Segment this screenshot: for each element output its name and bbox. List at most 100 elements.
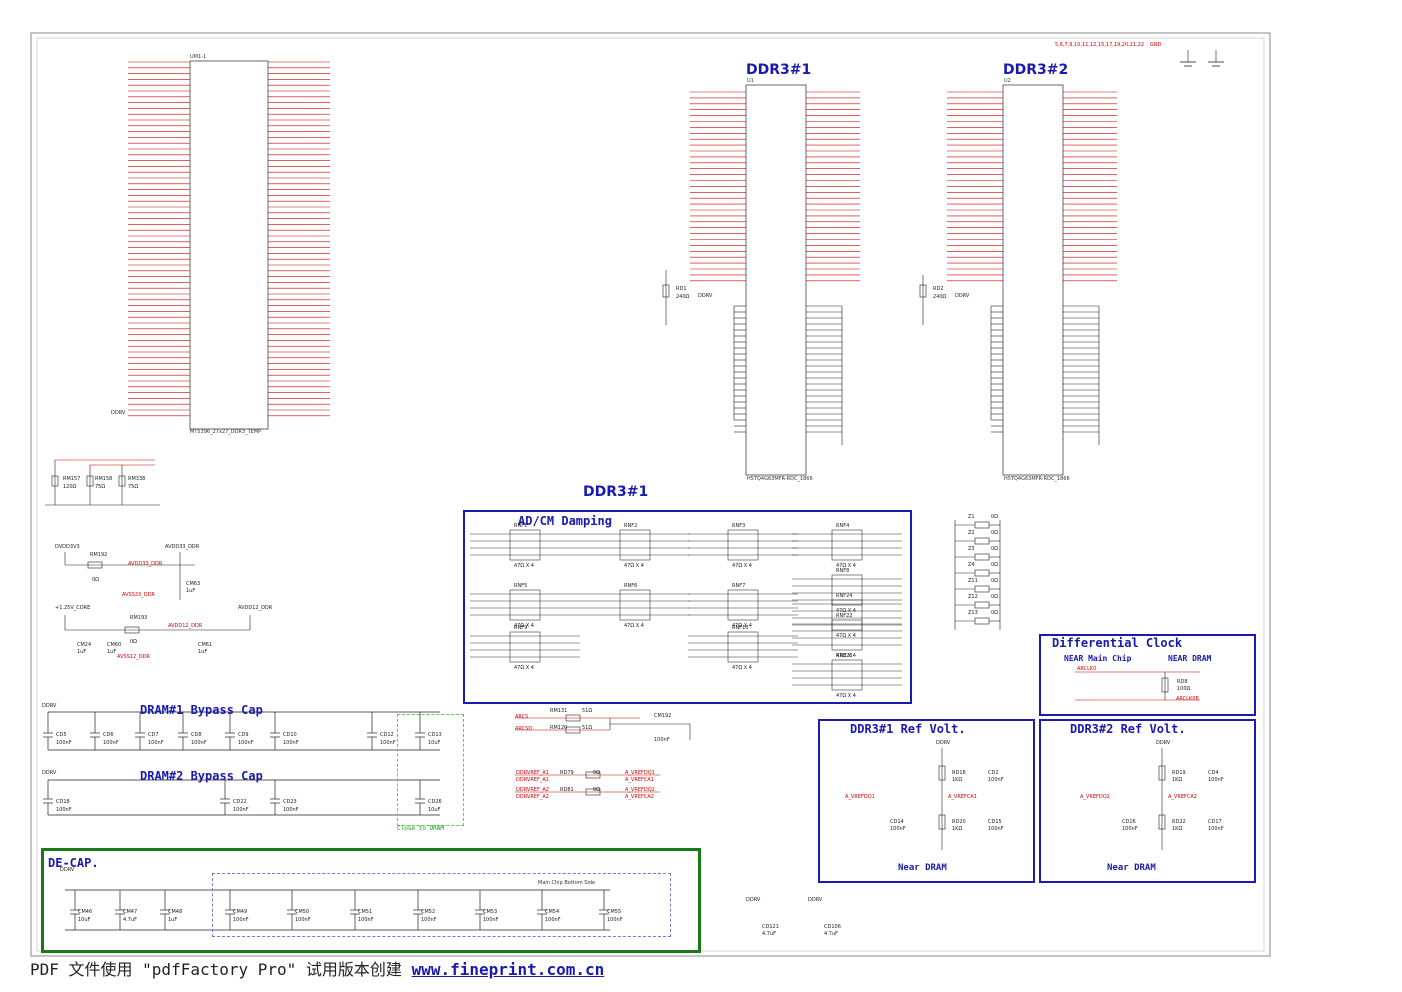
ddrvref-a2-b: DDRVREF_A2 (516, 794, 549, 800)
avdd12-label: AVDD12_DDR (168, 623, 203, 629)
cm63-val: 1uF (186, 588, 196, 594)
rm192: RM192 (90, 552, 108, 558)
a-vrefdq2-out: A_VREFDQ2 (625, 787, 655, 793)
a-vrefca1-out: A_VREFCA1 (625, 777, 654, 783)
ref1-vrefdq: A_VREFDQ1 (845, 794, 875, 800)
cd121: CD121 (762, 924, 779, 930)
rm131-val: 51Ω (582, 708, 593, 714)
bypass1-val-1: 100nF (103, 740, 119, 746)
adcm-damping-box (463, 510, 912, 704)
ref1-vrefca: A_VREFCA1 (948, 794, 977, 800)
footer-prefix: PDF 文件使用 "pdfFactory Pro" 试用版本创建 (30, 960, 402, 979)
cd2: CD2 (988, 770, 999, 776)
decap-ref-0: CM46 (78, 909, 93, 915)
ddrv-net-bypass1: DDRV (42, 703, 57, 709)
zero-ref-2: Z3 (968, 546, 975, 552)
rn-ref-10: RNF22 (836, 613, 853, 619)
rm120-val: 51Ω (582, 725, 593, 731)
avdd12-net: AVDD12_DDR (238, 605, 273, 611)
rn-val-3: 47Ω X 4 (836, 563, 856, 569)
bypass1-val-7: 10uF (428, 740, 441, 746)
decap-val-9: 100nF (607, 917, 623, 923)
u1-part: H5TQ4G63MFR-RDC_1866 (747, 476, 813, 482)
zero-val-5: 0Ω (991, 594, 999, 600)
bypass2-ref-2: CD23 (283, 799, 297, 805)
cd106-val: 4.7uF (824, 931, 838, 937)
bypass1-ref-1: CD6 (103, 732, 114, 738)
cm63: CM63 (186, 581, 201, 587)
cd121-val: 4.7uF (762, 931, 776, 937)
close-to-dram-box (397, 714, 464, 826)
diff-clock-title: Differential Clock (1052, 636, 1183, 650)
close-to-dram-label: Close to DRAM (397, 825, 444, 832)
ddrv-net-bypass2: DDRV (42, 770, 57, 776)
u1-body (745, 84, 807, 476)
zero-ref-1: Z2 (968, 530, 975, 536)
decap-ref-5: CM51 (358, 909, 373, 915)
v125-net: +1.25V_CORE (55, 605, 91, 611)
vref-cap-val-5: 100nF (1208, 826, 1224, 832)
rd8-val: 100Ω (1177, 686, 1191, 692)
cd106: CD106 (824, 924, 841, 930)
bypass2-ref-3: CD26 (428, 799, 442, 805)
ref1-title: DDR3#1 Ref Volt. (850, 722, 966, 736)
footer-link[interactable]: www.fineprint.com.cn (411, 960, 605, 979)
decap-val-8: 100nF (545, 917, 561, 923)
rn-val-6: 47Ω X 4 (732, 623, 752, 629)
decap-ref-6: CM52 (421, 909, 436, 915)
diff-clock-box (1039, 634, 1256, 716)
rn-val-7: 47Ω X 4 (836, 608, 856, 614)
bypass1-val-2: 100nF (148, 740, 164, 746)
rn-ref-8: RNF9 (514, 625, 528, 631)
vref-cap-val-3: 100nF (1122, 826, 1138, 832)
ddrv-net-ref1: DDRV (936, 740, 951, 746)
cd4: CD4 (1208, 770, 1219, 776)
rn-ref-11: RNF23 (836, 653, 853, 659)
rd1: RD1 (676, 286, 687, 292)
cm61: CM61 (198, 642, 213, 648)
rm338: RM338 (128, 476, 146, 482)
rd18-val: 1KΩ (952, 777, 963, 783)
rn-val-9: 47Ω X 4 (732, 665, 752, 671)
decap-val-1: 4.7uF (123, 917, 137, 923)
decap-ref-4: CM50 (295, 909, 310, 915)
cm192: CM192 (654, 713, 672, 719)
ddrv-net-cd121: DDRV (746, 897, 761, 903)
rd20-val: 1KΩ (952, 826, 963, 832)
decap-val-3: 100nF (233, 917, 249, 923)
cd14: CD14 (890, 819, 904, 825)
avss33-label: AVSS33_DDR (122, 592, 155, 598)
decap-box (41, 848, 701, 953)
rn-ref-3: RNF4 (836, 523, 850, 529)
rm131: RM131 (550, 708, 568, 714)
avdd33-net: AVDD33_DDR (165, 544, 200, 550)
avdd33-label: AVDD33_DDR (128, 561, 163, 567)
decap-ref-9: CM55 (607, 909, 622, 915)
rn-val-10: 47Ω X 4 (836, 653, 856, 659)
decap-val-2: 1uF (168, 917, 178, 923)
rn-ref-5: RNF6 (624, 583, 638, 589)
decap-ref-7: CM53 (483, 909, 498, 915)
rn-val-2: 47Ω X 4 (732, 563, 752, 569)
ddrv-net-decap: DDRV (60, 867, 75, 873)
main-chip-body (189, 60, 269, 430)
dvdd3v3-net: DVDD3V3 (55, 544, 80, 550)
rn-ref-6: RNF7 (732, 583, 746, 589)
ddrvref-a2-a: DDRVREF_A2 (516, 787, 549, 793)
ref1-near-dram: Near DRAM (898, 863, 947, 873)
u2-ref: U2 (1004, 78, 1011, 84)
rm158-val: 75Ω (95, 484, 106, 490)
ddr3-1-top-title: DDR3#1 (746, 62, 812, 78)
rd22-val: 1KΩ (1172, 826, 1183, 832)
a-vrefdq1-out: A_VREFDQ1 (625, 770, 655, 776)
bypass1-val-6: 100nF (380, 740, 396, 746)
cm60: CM60 (107, 642, 122, 648)
footer-watermark: PDF 文件使用 "pdfFactory Pro" 试用版本创建 www.fin… (30, 956, 604, 980)
ddrv-net-ref2: DDRV (1156, 740, 1171, 746)
decap-title: DE-CAP. (48, 856, 99, 870)
ddrv-net-u2: DDRV (955, 293, 970, 299)
rm120: RM120 (550, 725, 568, 731)
main-chip-bottom-label: Main Chip Bottom Side (538, 880, 596, 886)
decap-ref-8: CM54 (545, 909, 560, 915)
cm24-val: 1uF (77, 649, 87, 655)
